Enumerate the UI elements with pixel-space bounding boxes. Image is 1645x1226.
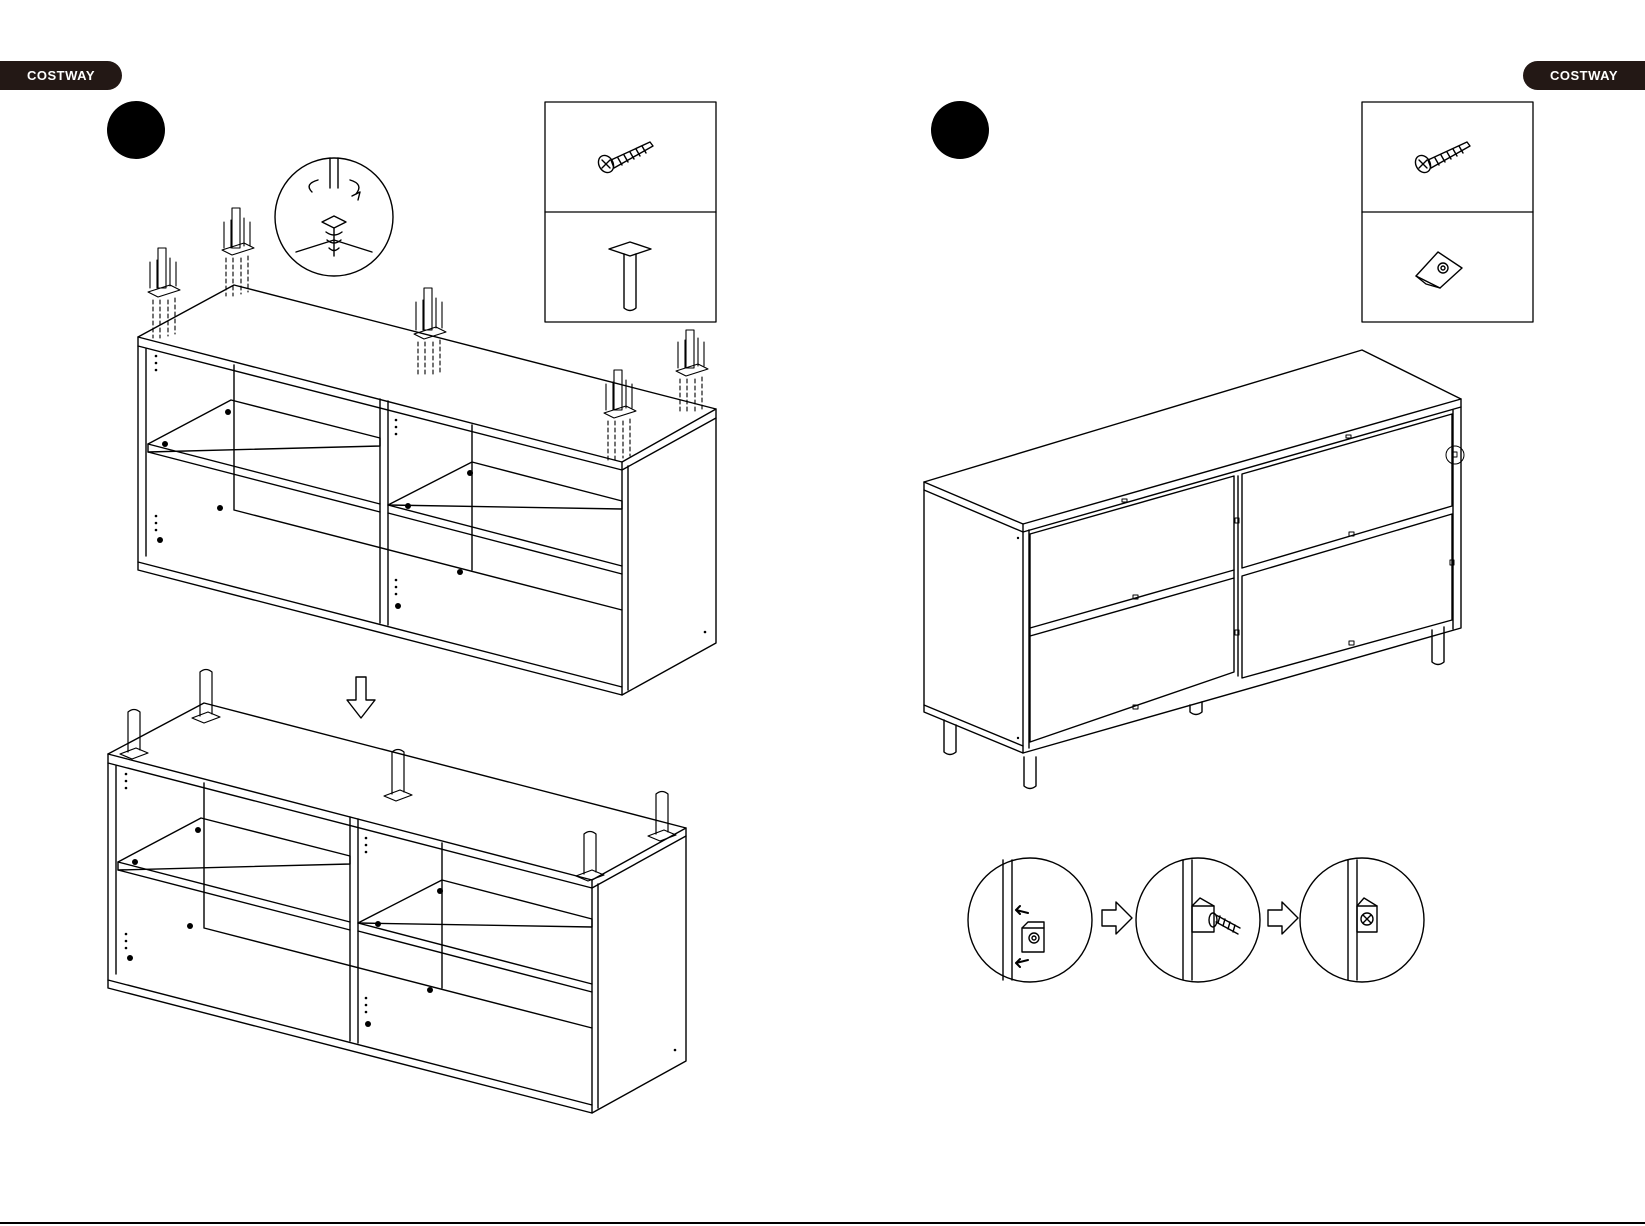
- wood-screw-icon: [1412, 142, 1470, 175]
- right-arrow-icon: [1102, 902, 1132, 934]
- wood-screw-icon: [595, 142, 653, 175]
- screw-group: [148, 248, 180, 338]
- page-bottom-rule: [0, 1222, 1645, 1224]
- leg: [384, 750, 412, 802]
- leg: [1432, 627, 1444, 665]
- leg-icon: [609, 242, 651, 311]
- leg: [1024, 757, 1036, 789]
- detail-block-step-1: [968, 858, 1092, 982]
- detail-screw-circle: [275, 158, 393, 276]
- parts-box-left: [545, 102, 716, 322]
- screw-group: [604, 370, 636, 460]
- detail-block-step-3: [1300, 858, 1424, 982]
- right-arrow-icon: [1268, 902, 1298, 934]
- corner-block-icon: [1416, 252, 1462, 288]
- leg: [192, 670, 220, 724]
- screw-group: [222, 208, 254, 296]
- cabinet-legs-attached: [108, 670, 686, 1114]
- parts-box-right: [1362, 102, 1533, 322]
- leg: [576, 832, 604, 882]
- cabinet-upside-down-top: [138, 208, 716, 695]
- leg: [648, 792, 676, 842]
- down-arrow-icon: [347, 677, 375, 718]
- screw-group: [414, 288, 446, 376]
- detail-block-step-2: [1136, 858, 1260, 982]
- dresser-assembled: [924, 350, 1464, 789]
